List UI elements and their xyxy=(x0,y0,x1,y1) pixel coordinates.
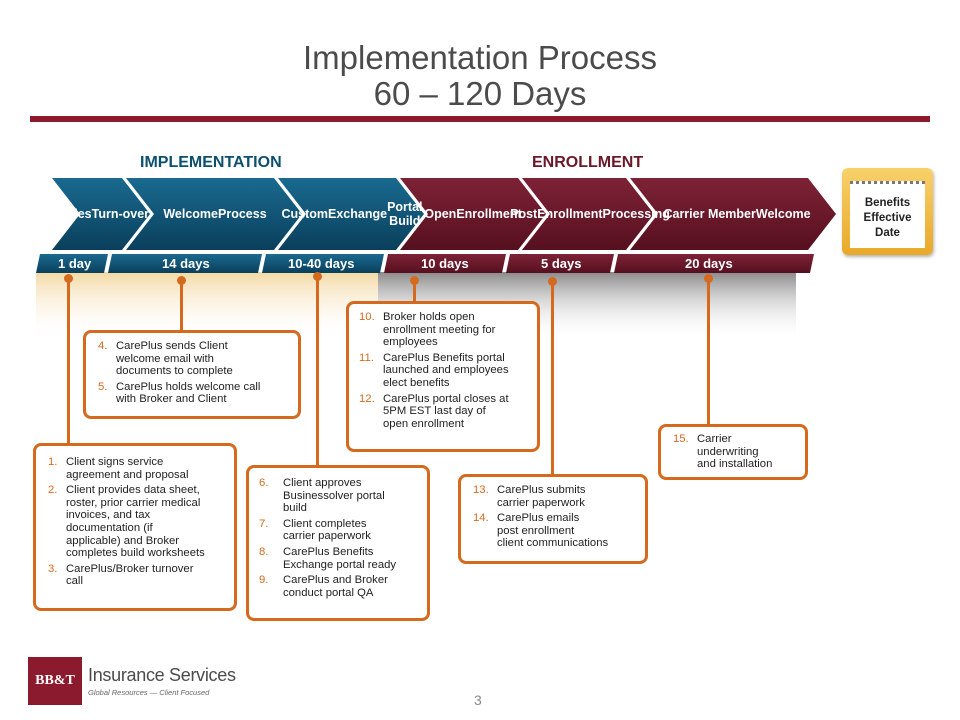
duration-post-enrollment: 5 days xyxy=(541,256,582,271)
chevron-portal-build xyxy=(278,178,424,250)
logo-name: Insurance Services xyxy=(88,665,236,685)
logo-tagline: Global Resources — Client Focused xyxy=(88,688,210,697)
days-bar-2 xyxy=(108,254,262,273)
duration-open-enrollment: 10 days xyxy=(421,256,469,271)
company-logo: BB&T Insurance Services Global Resources… xyxy=(28,657,236,705)
connector-line-4 xyxy=(413,281,416,303)
connector-dot-3 xyxy=(313,272,322,281)
connector-line-5 xyxy=(551,282,554,476)
page-title-line-2: 60 – 120 Days xyxy=(373,75,587,112)
chevron-welcome-process xyxy=(126,178,302,250)
enrollment-phase-label: ENROLLMENT xyxy=(532,154,644,171)
days-bar-3 xyxy=(262,254,384,273)
implementation-glow xyxy=(36,272,378,340)
connector-line-2 xyxy=(180,281,183,332)
chevron-sales-turnover xyxy=(52,178,150,250)
chevron-carrier-welcome xyxy=(630,178,836,250)
duration-welcome-process: 14 days xyxy=(162,256,210,271)
duration-sales-turnover: 1 day xyxy=(58,256,92,271)
duration-carrier-welcome: 20 days xyxy=(685,256,733,271)
days-bar-4 xyxy=(384,254,506,273)
connector-line-6 xyxy=(707,279,710,426)
connector-dot-6 xyxy=(704,274,713,283)
connector-dot-5 xyxy=(548,277,557,286)
title-divider xyxy=(30,116,930,122)
logo-mark: BB&T xyxy=(28,657,82,705)
chevron-open-enrollment xyxy=(400,178,546,250)
page-number: 3 xyxy=(474,692,482,708)
connector-dot-2 xyxy=(177,276,186,285)
connector-line-3 xyxy=(316,277,319,467)
task-item-2: 2.Client provides data sheet,roster, pri… xyxy=(48,484,205,560)
connector-dot-4 xyxy=(410,276,419,285)
days-bar-1 xyxy=(36,254,108,273)
chevron-post-enrollment xyxy=(522,178,654,250)
days-bar-6 xyxy=(614,254,814,273)
page-title-line-1: Implementation Process xyxy=(303,39,657,76)
connector-dot-1 xyxy=(64,274,73,283)
days-bar-5 xyxy=(506,254,614,273)
connector-line-1 xyxy=(67,279,70,445)
duration-portal-build: 10-40 days xyxy=(288,256,355,271)
implementation-phase-label: IMPLEMENTATION xyxy=(140,154,282,171)
